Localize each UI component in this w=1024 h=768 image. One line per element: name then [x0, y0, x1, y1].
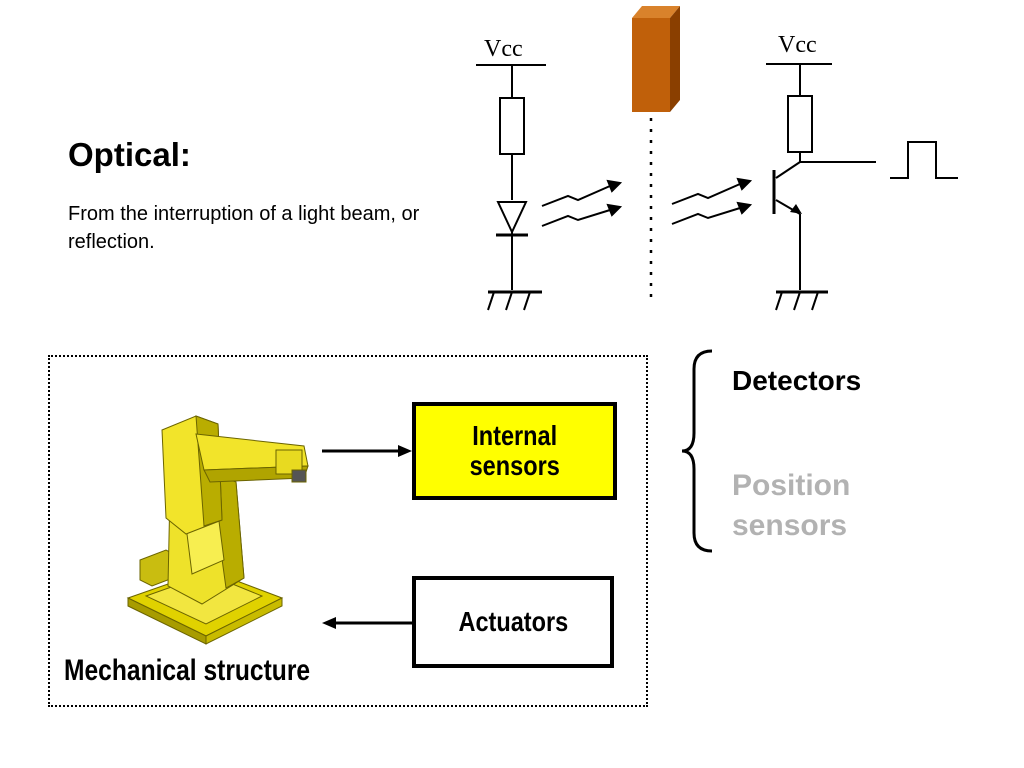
internal-sensors-line1: Internal	[472, 420, 557, 451]
vcc-right-label: Vcc	[778, 32, 817, 58]
internal-sensors-box: Internal sensors	[412, 402, 617, 500]
actuators-label: Actuators	[458, 606, 568, 637]
emitter-arrow	[790, 204, 802, 214]
vcc-left-label: Vcc	[484, 36, 523, 62]
position-sensors-label: Position sensors	[732, 466, 932, 546]
internal-sensors-line2: sensors	[469, 450, 560, 481]
arrow-to-sensors-head	[398, 445, 412, 457]
light-rays-right	[671, 177, 753, 225]
detectors-label: Detectors	[732, 365, 862, 396]
receiver-circuit	[766, 63, 958, 311]
section-description: From the interruption of a light beam, o…	[68, 203, 420, 253]
position-sensors-line1: Position	[732, 469, 851, 502]
arrow-from-actuators-head	[322, 617, 336, 629]
section-title: Optical:	[68, 136, 191, 173]
actuators-box: Actuators	[412, 576, 614, 668]
system-boundary-box	[48, 355, 648, 707]
emitter-circuit	[476, 64, 546, 311]
optical-circuit-diagram: Vcc Vcc	[476, 6, 958, 311]
light-rays-left	[541, 179, 623, 227]
obstacle-block	[632, 6, 680, 112]
mechanical-structure-label: Mechanical structure	[64, 654, 311, 687]
curly-brace	[681, 349, 713, 553]
robot-arm-illustration	[126, 415, 309, 645]
position-sensors-line2: sensors	[732, 509, 848, 542]
